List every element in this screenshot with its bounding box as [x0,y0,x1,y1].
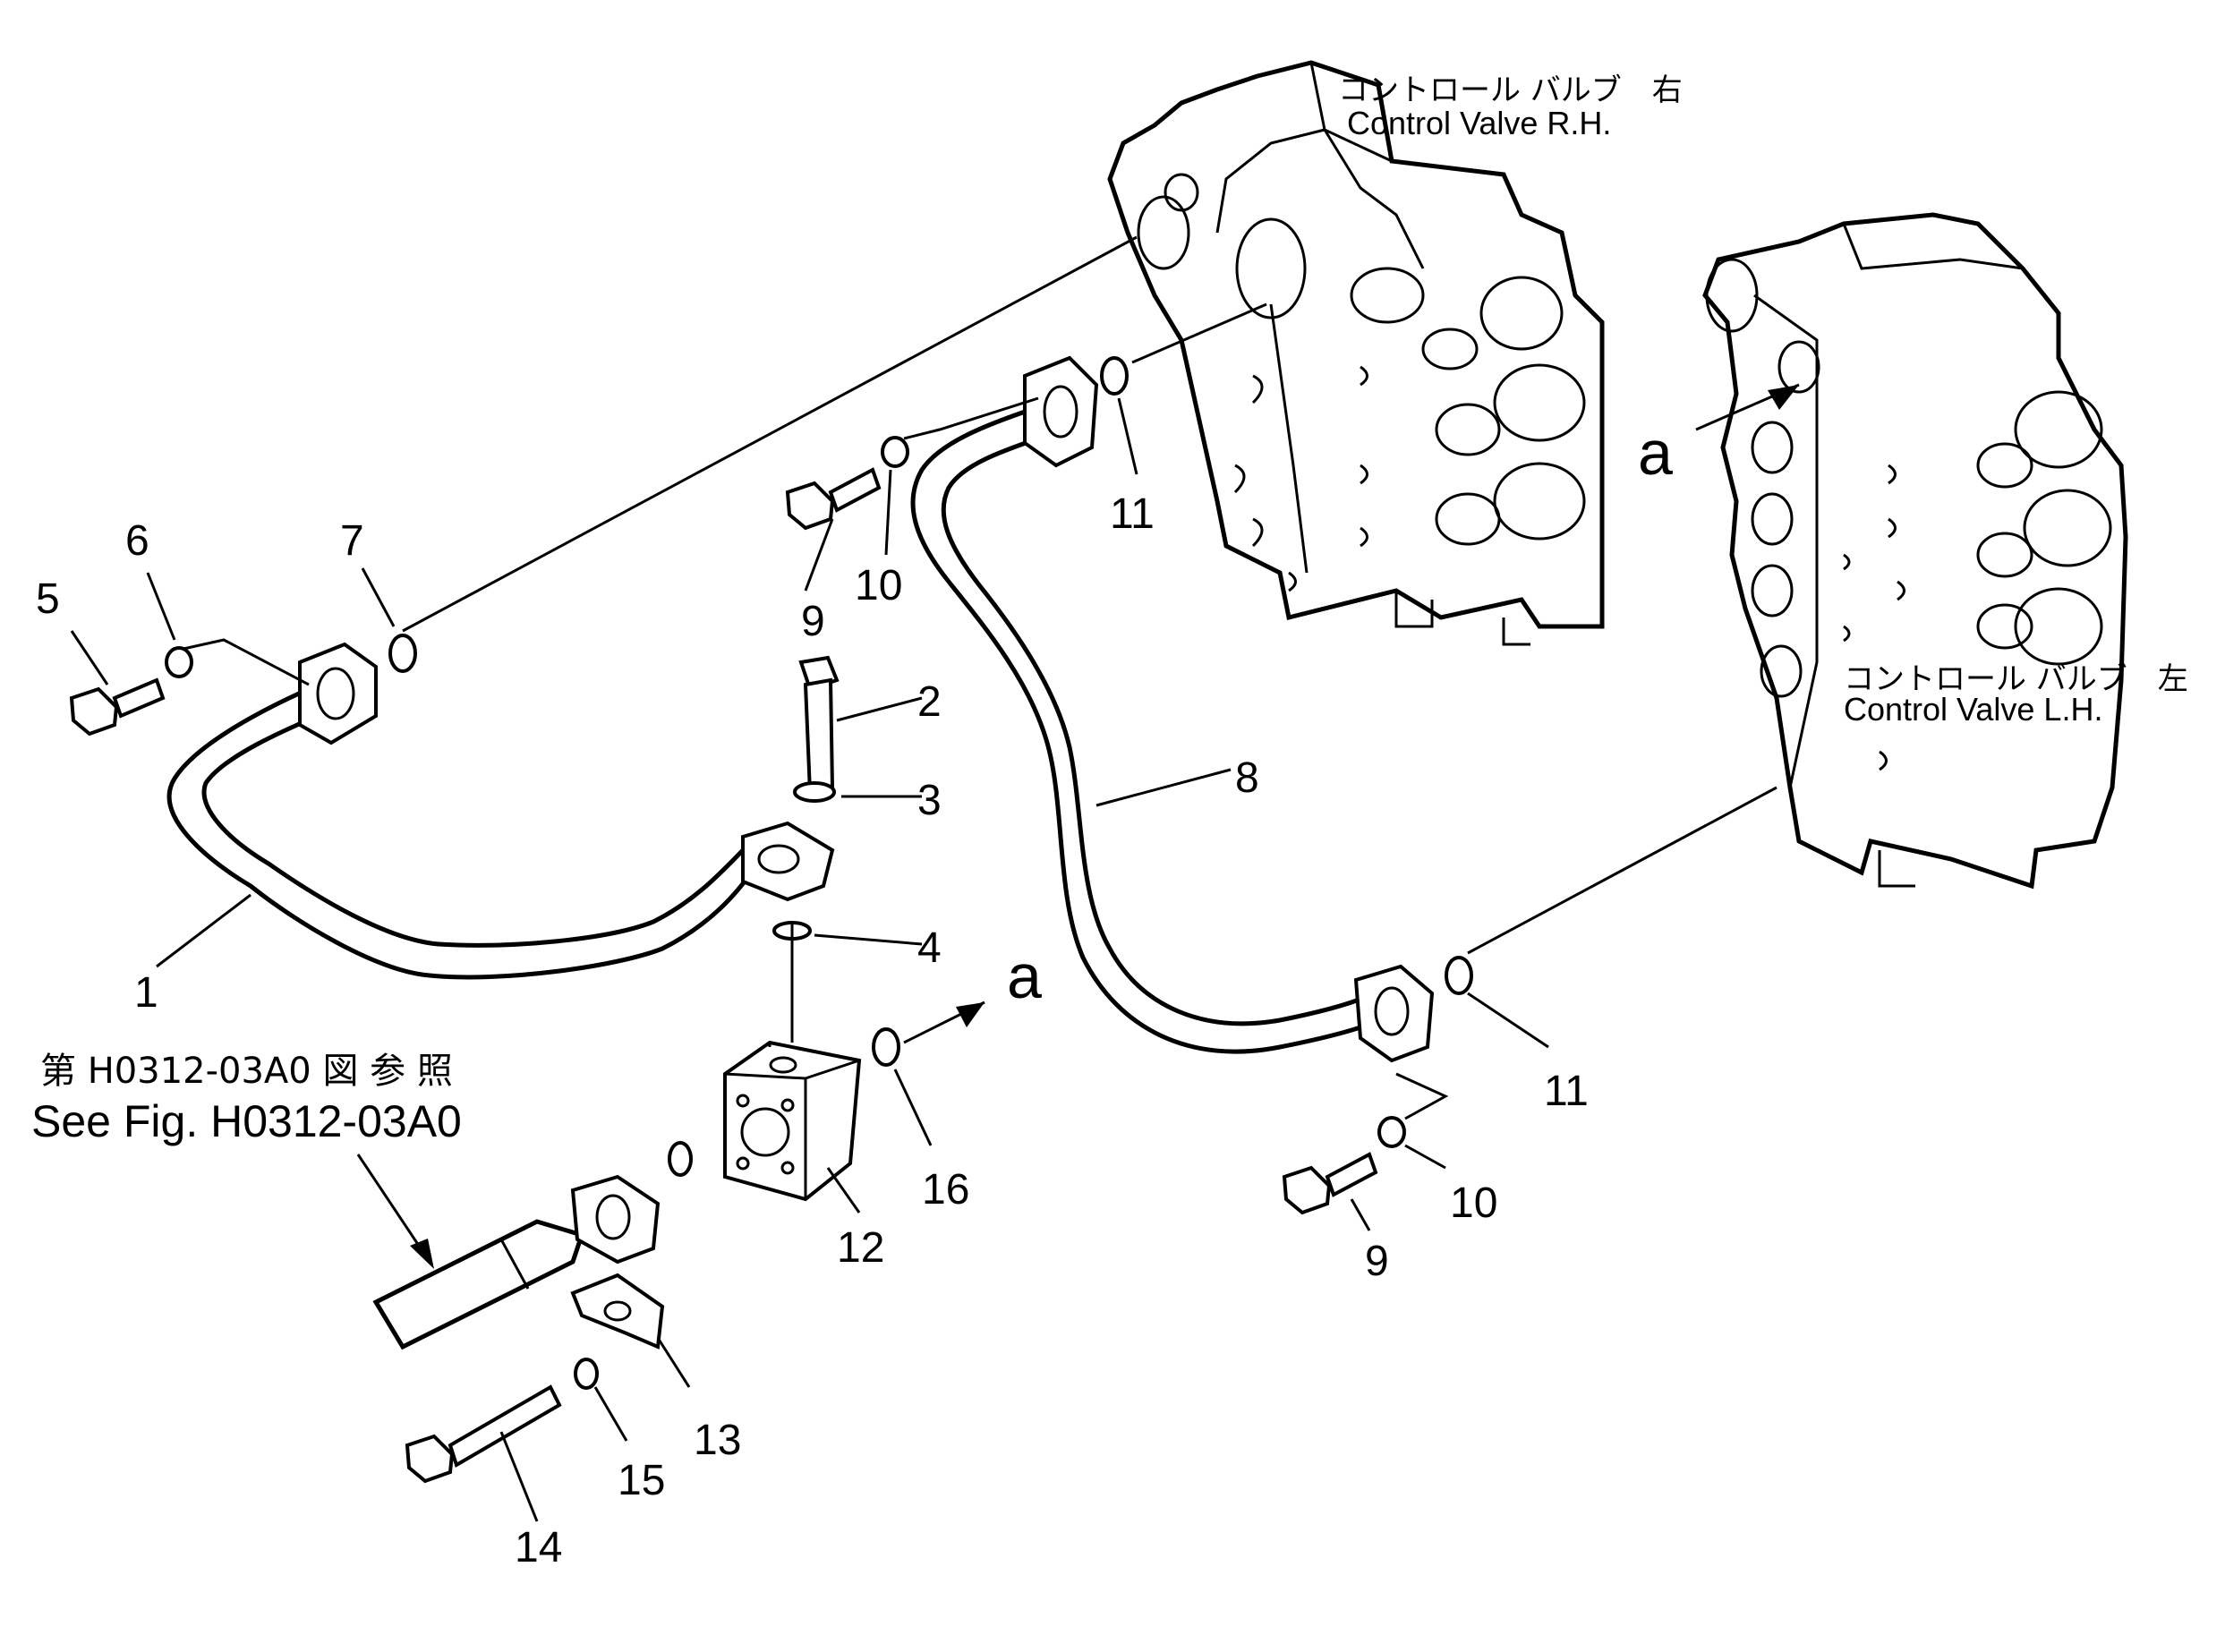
washer-10-upper [881,436,909,468]
washer-15 [574,1358,599,1390]
reference-caption-jp: 第 H0312-03A0 図 参 照 [40,1051,453,1092]
arrow-letter-bottom: a [1007,941,1042,1011]
control-valve-rh [1107,60,1605,646]
flange-pipe [372,1174,665,1350]
callout-1: 1 [134,969,158,1017]
callout-10-upper: 10 [855,562,902,609]
valve-lh-caption-jp: コントロール バルブ 左 [1844,661,2188,697]
arrow-a-bottom [903,1001,985,1044]
arrow-letter-top: a [1638,418,1673,488]
leader-lines [183,235,1777,1120]
washer-3 [793,781,836,803]
valve-rh-caption-jp: コントロール バルブ 右 [1338,72,1683,108]
o-ring-11-lower [1445,956,1473,995]
bolt-5 [69,677,166,737]
callout-16: 16 [922,1166,969,1213]
callout-10-lower: 10 [1450,1179,1497,1227]
reference-caption-en: See Fig. H0312-03A0 [31,1096,462,1146]
o-ring-7 [388,634,417,673]
callout-13: 13 [694,1417,741,1464]
callout-7: 7 [340,517,364,565]
callout-4: 4 [917,924,942,972]
callout-8: 8 [1235,754,1259,802]
callout-9-lower: 9 [1365,1238,1389,1285]
bolt-9-upper [785,467,882,531]
bolt-14 [405,1384,562,1484]
valve-rh-caption-en: Control Valve R.H. [1347,105,1611,141]
washer-10-lower [1377,1116,1406,1148]
reference-arrow [356,1154,434,1269]
pipe-8 [910,355,1435,1063]
callout-11-upper: 11 [1110,490,1155,538]
callout-6: 6 [125,517,149,565]
o-ring-11-upper [1100,356,1129,396]
callout-15: 15 [618,1457,665,1504]
bolt-9-lower [1282,1152,1378,1215]
callout-3: 3 [917,777,942,824]
callout-12: 12 [837,1224,884,1272]
bolt-2 [798,655,840,795]
valve-lh-caption-en: Control Valve L.H. [1844,691,2102,728]
block-12 [723,1040,862,1202]
arrow-a-top [1695,383,1800,431]
callout-2: 2 [917,678,942,726]
pipe-1 [166,642,835,980]
callout-14: 14 [515,1524,562,1571]
control-valve-lh [1702,212,2128,890]
callout-9-upper: 9 [801,598,825,645]
o-ring-16 [872,1027,900,1067]
callout-leaders [70,397,1549,1522]
washer-6 [165,646,193,678]
washer-flange [668,1141,693,1177]
callout-11-lower: 11 [1544,1068,1589,1115]
callout-5: 5 [36,575,60,623]
